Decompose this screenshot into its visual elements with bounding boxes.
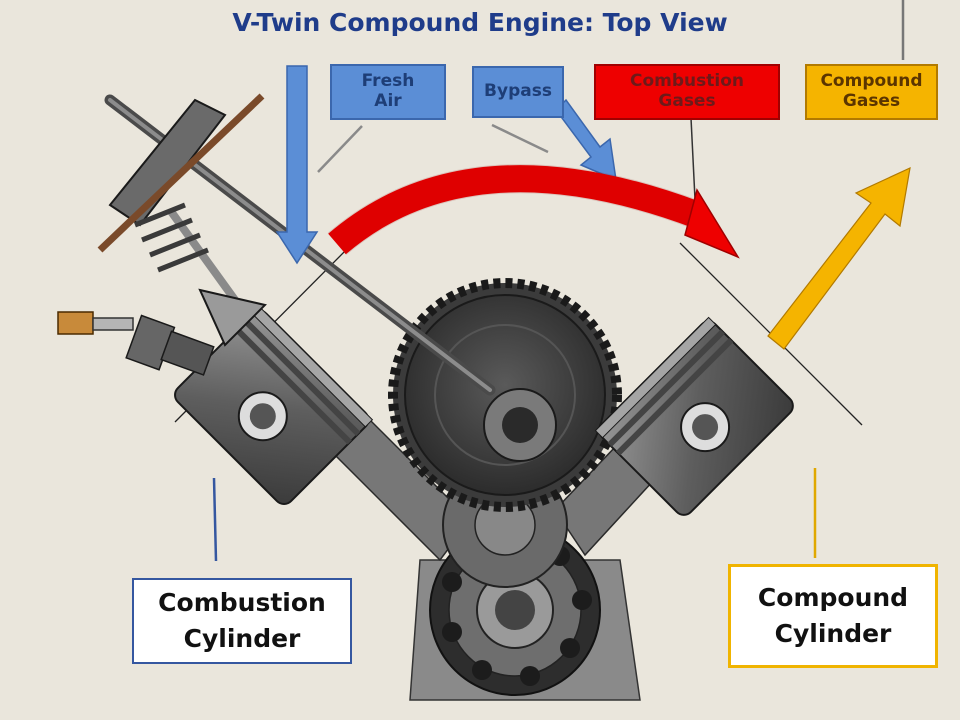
compound-gases-arrow [767,166,911,350]
compound-gases-text: Compound Gases [820,71,923,111]
combustion-piston [174,305,374,505]
combustion-gases-arrowhead [684,188,740,259]
compound-cylinder-text: Compound Cylinder [757,582,909,648]
fresh-air-label: Fresh Air [330,64,446,120]
bypass-leader [491,123,549,154]
combustion-cylinder-label: Combustion Cylinder [132,578,352,664]
bypass-label: Bypass [472,66,564,118]
fresh-air-arrow [275,65,319,265]
page-title: V-Twin Compound Engine: Top View [232,8,728,37]
compound-cylinder-label: Compound Cylinder [728,564,938,668]
combustion-cylinder-text: Combustion Cylinder [158,587,326,653]
combustion-cylinder-leader [212,477,218,562]
spark-plug [57,311,215,376]
bypass-text: Bypass [484,81,552,102]
compound-piston [594,316,794,516]
fresh-air-text: Fresh Air [361,71,415,111]
compound-gases-label: Compound Gases [805,64,938,120]
combustion-gases-text: Combustion Gases [630,71,744,111]
valve-rocker-assembly [97,93,267,347]
bypass-arrow [555,98,617,182]
combustion-gases-label: Combustion Gases [594,64,780,120]
timing-gear [388,278,622,512]
combustion-gases-arrow [328,165,702,255]
fresh-air-leader [317,125,363,173]
